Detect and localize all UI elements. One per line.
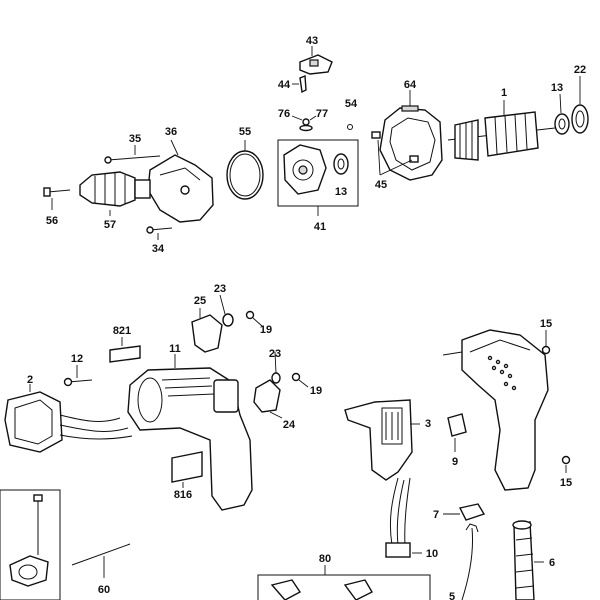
label-1: 1 — [501, 87, 507, 99]
label-35: 35 — [129, 133, 141, 145]
label-19a: 19 — [260, 324, 272, 336]
part-1-armature — [447, 111, 556, 161]
label-9: 9 — [452, 456, 458, 468]
part-11-housing — [127, 367, 253, 511]
label-25: 25 — [194, 295, 206, 307]
label-45: 45 — [375, 179, 387, 191]
part-15b-screw — [561, 455, 571, 465]
label-12: 12 — [71, 353, 83, 365]
label-60: 60 — [98, 584, 110, 596]
label-10: 10 — [426, 548, 438, 560]
label-44: 44 — [278, 79, 291, 91]
label-23b: 23 — [269, 348, 281, 360]
label-15a: 15 — [540, 318, 552, 330]
part-6-cord-protector — [512, 520, 535, 600]
part-7-cord-clamp — [458, 503, 486, 521]
part-36-gear-housing — [147, 154, 214, 223]
part-19a-screw — [245, 310, 255, 320]
label-34: 34 — [152, 243, 165, 255]
part-35-screw — [104, 155, 161, 164]
part-12-screw — [63, 377, 93, 387]
part-depth-rod-box — [0, 489, 61, 600]
label-36: 36 — [165, 126, 177, 138]
part-56-screw — [43, 187, 71, 197]
part-3-switch — [344, 399, 413, 481]
label-816: 816 — [174, 489, 192, 501]
label-64: 64 — [404, 79, 417, 91]
part-9-capacitor — [447, 413, 467, 437]
part-24-brush-holder — [253, 379, 281, 413]
part-55-o-ring — [226, 150, 264, 200]
part-5-cord — [461, 523, 479, 600]
part-44-latch — [299, 74, 307, 94]
part-25-brush-holder — [191, 314, 223, 353]
part-64-field-housing — [371, 105, 443, 181]
part-80-kit-box — [257, 574, 431, 600]
part-22-bearing-cup — [571, 104, 589, 134]
label-11: 11 — [169, 343, 181, 355]
label-76: 76 — [278, 108, 290, 120]
label-57: 57 — [104, 219, 116, 231]
part-14-handle-housing — [461, 329, 549, 491]
label-13a: 13 — [335, 186, 347, 198]
label-41: 41 — [314, 221, 326, 233]
label-15b: 15 — [560, 477, 572, 489]
part-54-pin — [347, 124, 353, 130]
part-76-spring — [302, 118, 310, 126]
part-60-rod — [71, 543, 131, 566]
part-19b-screw — [291, 372, 301, 382]
label-56: 56 — [46, 215, 58, 227]
label-77: 77 — [316, 108, 328, 120]
label-6: 6 — [549, 557, 555, 569]
label-821: 821 — [113, 325, 131, 337]
label-5: 5 — [449, 591, 455, 600]
part-34-screw — [146, 226, 173, 234]
part-23a-brush-cap — [222, 313, 234, 327]
part-57-chuck — [79, 171, 151, 207]
label-55: 55 — [239, 126, 251, 138]
part-77-washer — [299, 124, 313, 132]
part-821-label — [109, 345, 141, 363]
label-19b: 19 — [310, 385, 322, 397]
part-15a-screw — [541, 345, 551, 355]
part-10-terminal — [385, 477, 411, 558]
label-7: 7 — [433, 509, 439, 521]
label-24: 24 — [283, 419, 296, 431]
label-2: 2 — [27, 374, 33, 386]
label-13b: 13 — [551, 82, 563, 94]
label-22: 22 — [574, 64, 586, 76]
part-2-field — [4, 391, 133, 453]
label-80: 80 — [319, 553, 331, 565]
label-3: 3 — [425, 418, 431, 430]
label-43: 43 — [306, 35, 318, 47]
label-23a: 23 — [214, 283, 226, 295]
label-54: 54 — [345, 98, 358, 110]
part-13-bearing — [554, 113, 570, 135]
part-816-label — [171, 451, 203, 483]
